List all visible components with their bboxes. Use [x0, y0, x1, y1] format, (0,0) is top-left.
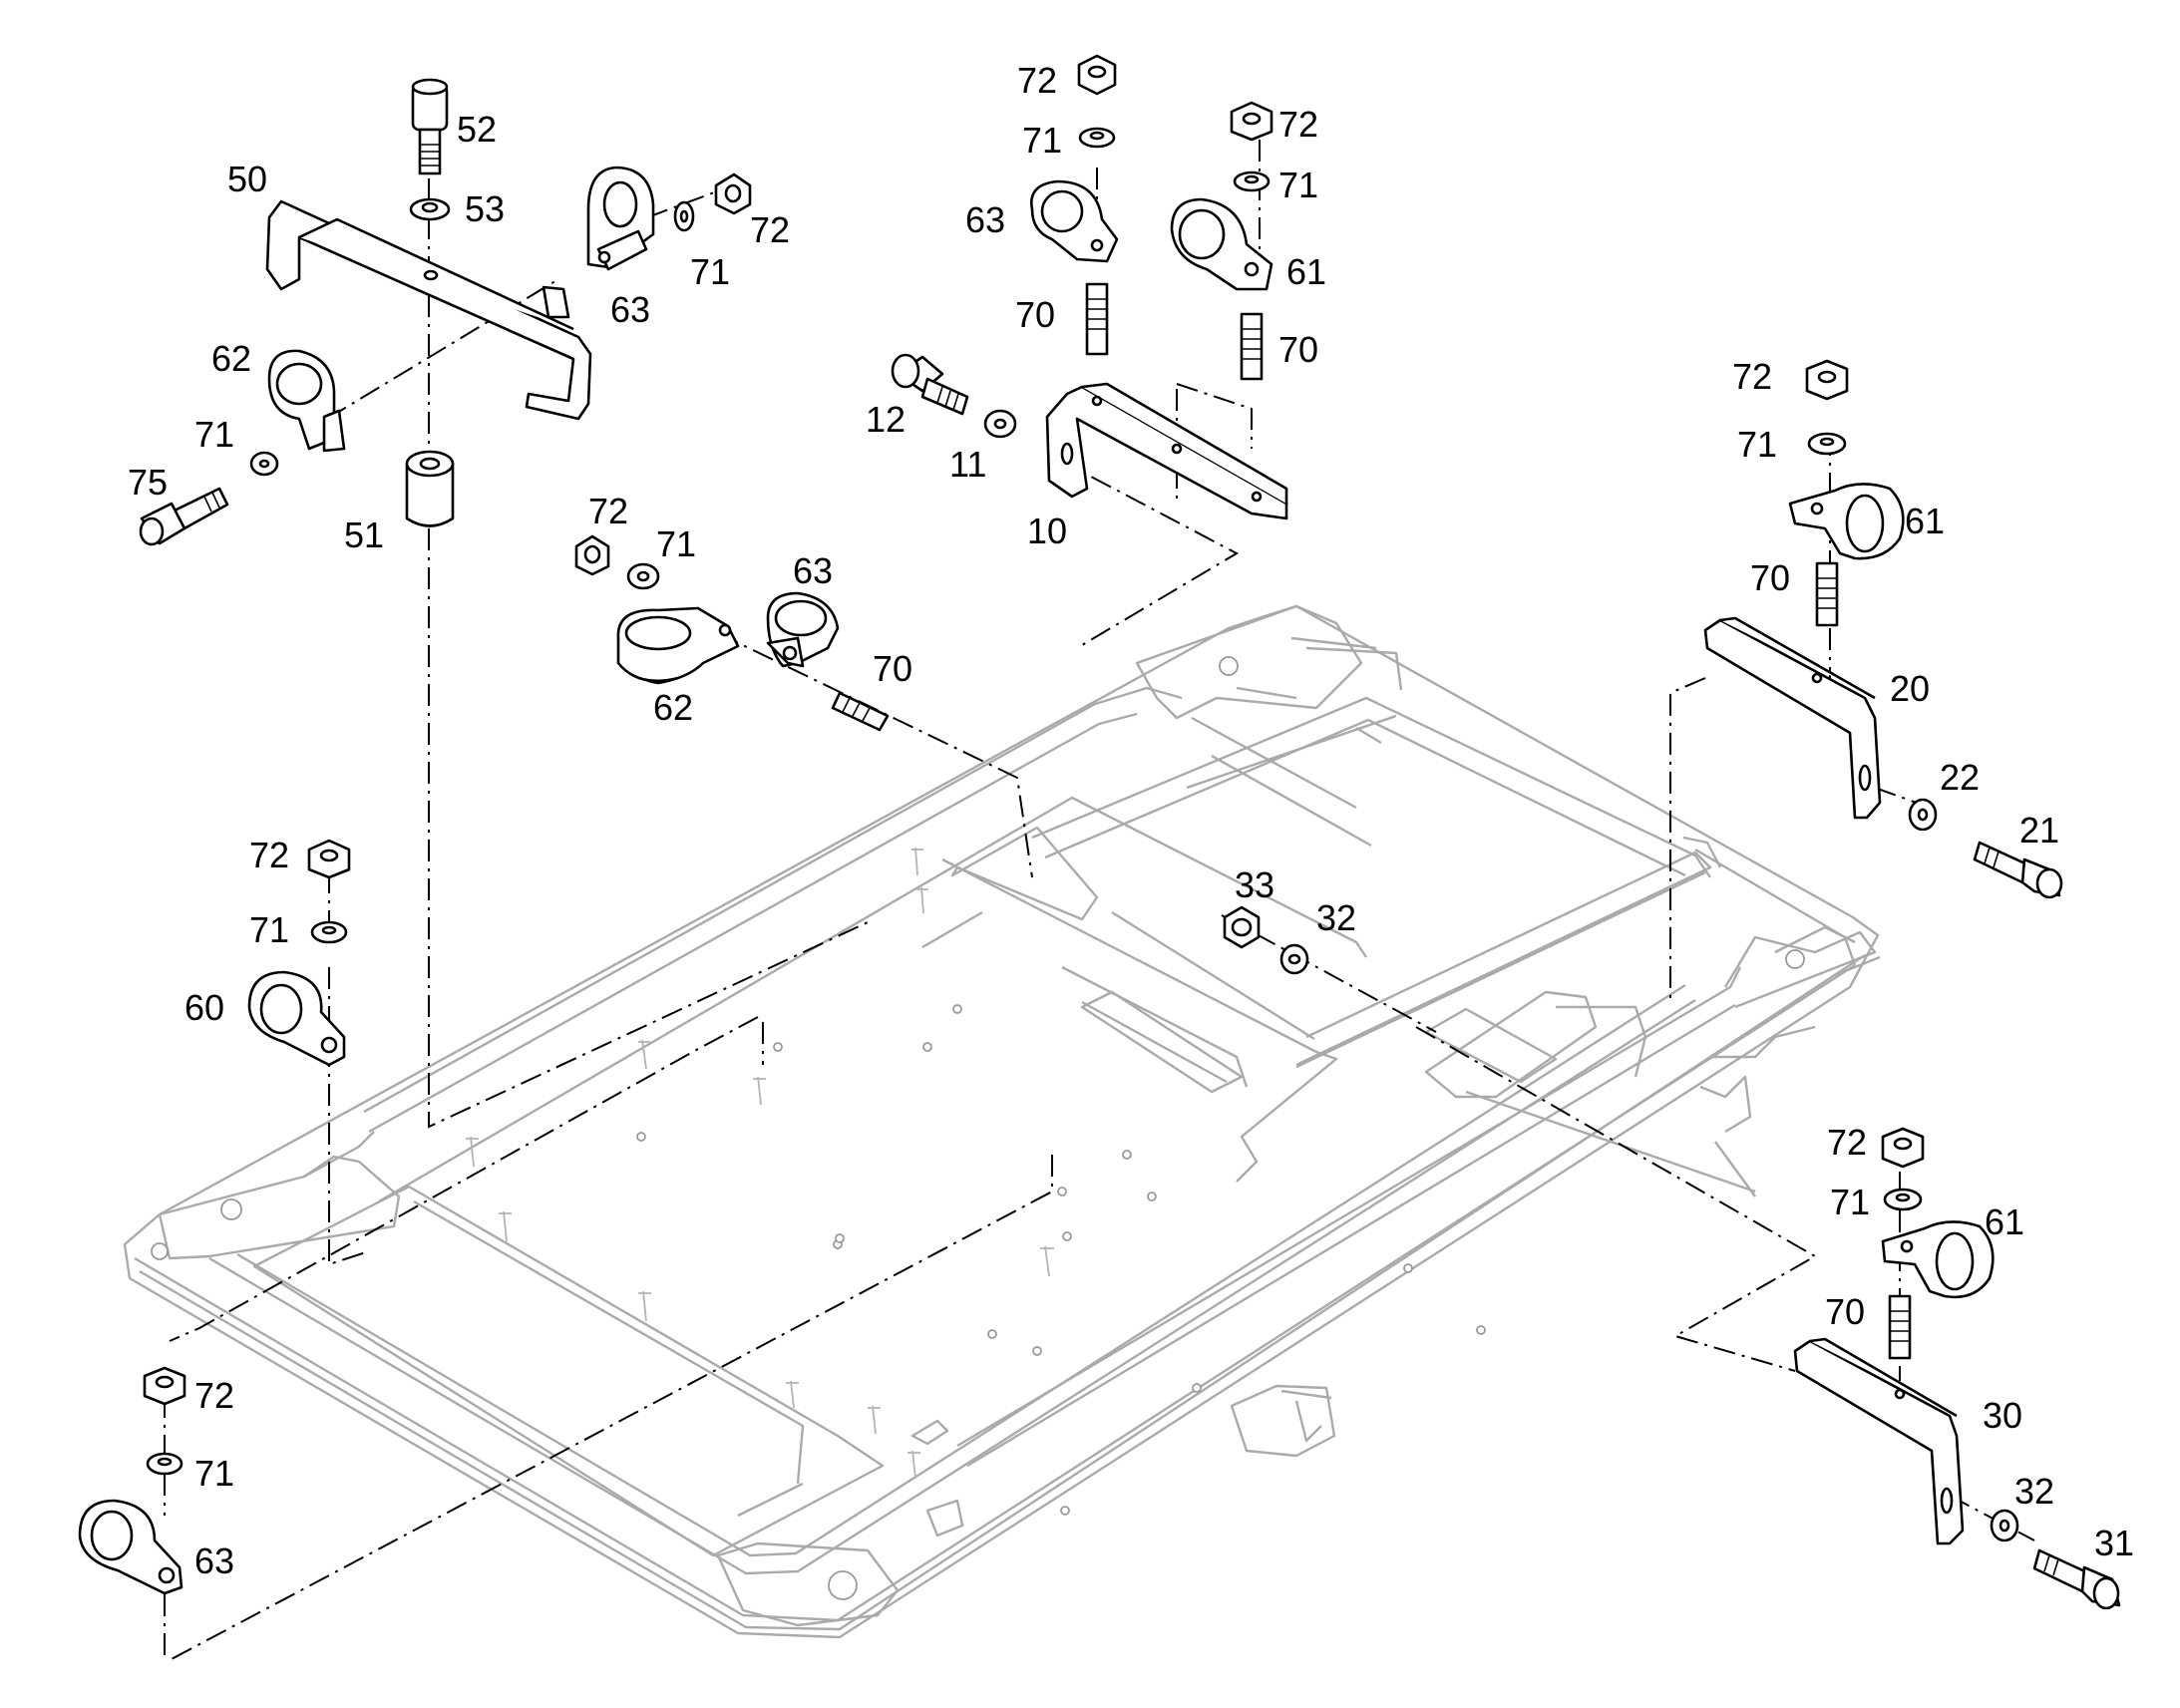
callout-72: 72 — [1017, 60, 1057, 101]
bracket-10 — [1045, 382, 1288, 520]
callout-70: 70 — [873, 648, 912, 689]
callout-31: 31 — [2094, 1523, 2134, 1563]
bolt-75 — [139, 487, 229, 546]
callout-71: 71 — [656, 523, 696, 564]
nut-72-g — [1881, 1127, 1925, 1169]
nut-72-f — [307, 839, 351, 879]
stud-70-b — [1240, 312, 1264, 381]
clamp-62-left — [267, 349, 346, 453]
clamp-60 — [247, 970, 346, 1067]
callout-61: 61 — [1985, 1201, 2024, 1242]
callout-10: 10 — [1027, 511, 1067, 551]
callout-12: 12 — [866, 399, 906, 440]
callout-72: 72 — [249, 835, 289, 875]
clamp-61-right — [1788, 483, 1905, 560]
bracket-50 — [265, 199, 592, 421]
callout-50: 50 — [227, 159, 267, 199]
washer-71-i — [146, 1452, 183, 1476]
washer-71-g — [310, 920, 348, 944]
callout-32: 32 — [2014, 1471, 2054, 1512]
nut-72-a — [714, 172, 752, 215]
callout-71: 71 — [1830, 1182, 1870, 1222]
bracket-30 — [1793, 1337, 1965, 1545]
callout-71: 71 — [194, 1453, 234, 1494]
bolt-21 — [1973, 841, 2063, 899]
callout-11: 11 — [949, 444, 986, 485]
washer-32-b — [1990, 1509, 2019, 1542]
callout-70: 70 — [1750, 557, 1790, 598]
clamp-63-mid — [1030, 179, 1119, 263]
washer-71-c — [1078, 127, 1116, 149]
washer-71-b — [249, 451, 279, 477]
callout-33: 33 — [1235, 864, 1274, 905]
callout-21: 21 — [2019, 810, 2059, 851]
bolt-31 — [2032, 1548, 2121, 1610]
clamp-63-lower — [78, 1499, 183, 1595]
callout-61: 61 — [1286, 251, 1326, 292]
nut-72-h — [143, 1366, 186, 1406]
callout-63: 63 — [965, 199, 1005, 240]
washer-22 — [1908, 798, 1938, 832]
callout-71: 71 — [249, 909, 289, 950]
callout-51: 51 — [344, 514, 384, 555]
callout-labels: 52 53 50 72 71 63 62 71 75 51 72 71 63 7… — [128, 60, 2134, 1581]
callout-70: 70 — [1278, 329, 1318, 370]
bolt-52 — [411, 78, 449, 175]
callout-32: 32 — [1316, 897, 1356, 938]
callout-53: 53 — [465, 188, 505, 229]
callout-72: 72 — [194, 1375, 234, 1416]
nut-72-b — [1077, 54, 1117, 96]
callout-75: 75 — [128, 462, 168, 503]
callout-71: 71 — [194, 414, 234, 455]
bolt-12 — [891, 353, 969, 416]
washer-71-f — [1807, 432, 1847, 456]
callout-71: 71 — [1278, 165, 1318, 205]
callout-60: 60 — [184, 987, 224, 1028]
callout-52: 52 — [457, 109, 497, 150]
callout-30: 30 — [1983, 1395, 2022, 1436]
callout-62: 62 — [211, 338, 251, 379]
callout-72: 72 — [750, 209, 790, 250]
clamp-63-center — [766, 591, 840, 668]
nut-72-e — [1805, 359, 1849, 401]
callout-72: 72 — [1827, 1122, 1867, 1163]
stud-70-a — [1085, 282, 1109, 356]
washer-53 — [409, 197, 451, 221]
callout-71: 71 — [1737, 424, 1777, 465]
callout-20: 20 — [1890, 668, 1930, 709]
washer-71-a — [673, 200, 695, 232]
stud-70-d — [1815, 561, 1839, 627]
callout-72: 72 — [588, 491, 628, 531]
clamp-62-center — [616, 606, 740, 685]
bracket-20 — [1703, 616, 1882, 820]
washer-11 — [983, 409, 1017, 439]
callout-71: 71 — [690, 251, 730, 292]
clamp-63-top — [586, 166, 655, 271]
stud-70-e — [1888, 1294, 1912, 1360]
spacer-51 — [405, 450, 455, 527]
washer-71-e — [626, 562, 660, 590]
callout-63: 63 — [194, 1540, 234, 1581]
callout-63: 63 — [610, 289, 650, 330]
washer-32-a — [1279, 943, 1309, 975]
callout-62: 62 — [653, 687, 693, 728]
base-frame — [123, 604, 1881, 1639]
callout-72: 72 — [1732, 356, 1772, 397]
callout-70: 70 — [1825, 1291, 1865, 1332]
callout-72: 72 — [1278, 104, 1318, 145]
nut-72-c — [1230, 101, 1273, 142]
callout-71: 71 — [1022, 120, 1062, 161]
nut-72-d — [574, 534, 610, 576]
callout-61: 61 — [1905, 501, 1945, 541]
callout-22: 22 — [1940, 757, 1980, 798]
clamp-61-top — [1170, 197, 1273, 291]
callout-70: 70 — [1015, 294, 1055, 335]
washer-71-d — [1233, 171, 1271, 192]
washer-71-h — [1883, 1188, 1923, 1211]
callout-63: 63 — [793, 550, 833, 591]
stud-70-c — [831, 691, 890, 732]
nut-33 — [1223, 905, 1261, 949]
clamp-61-lower — [1881, 1220, 1995, 1299]
